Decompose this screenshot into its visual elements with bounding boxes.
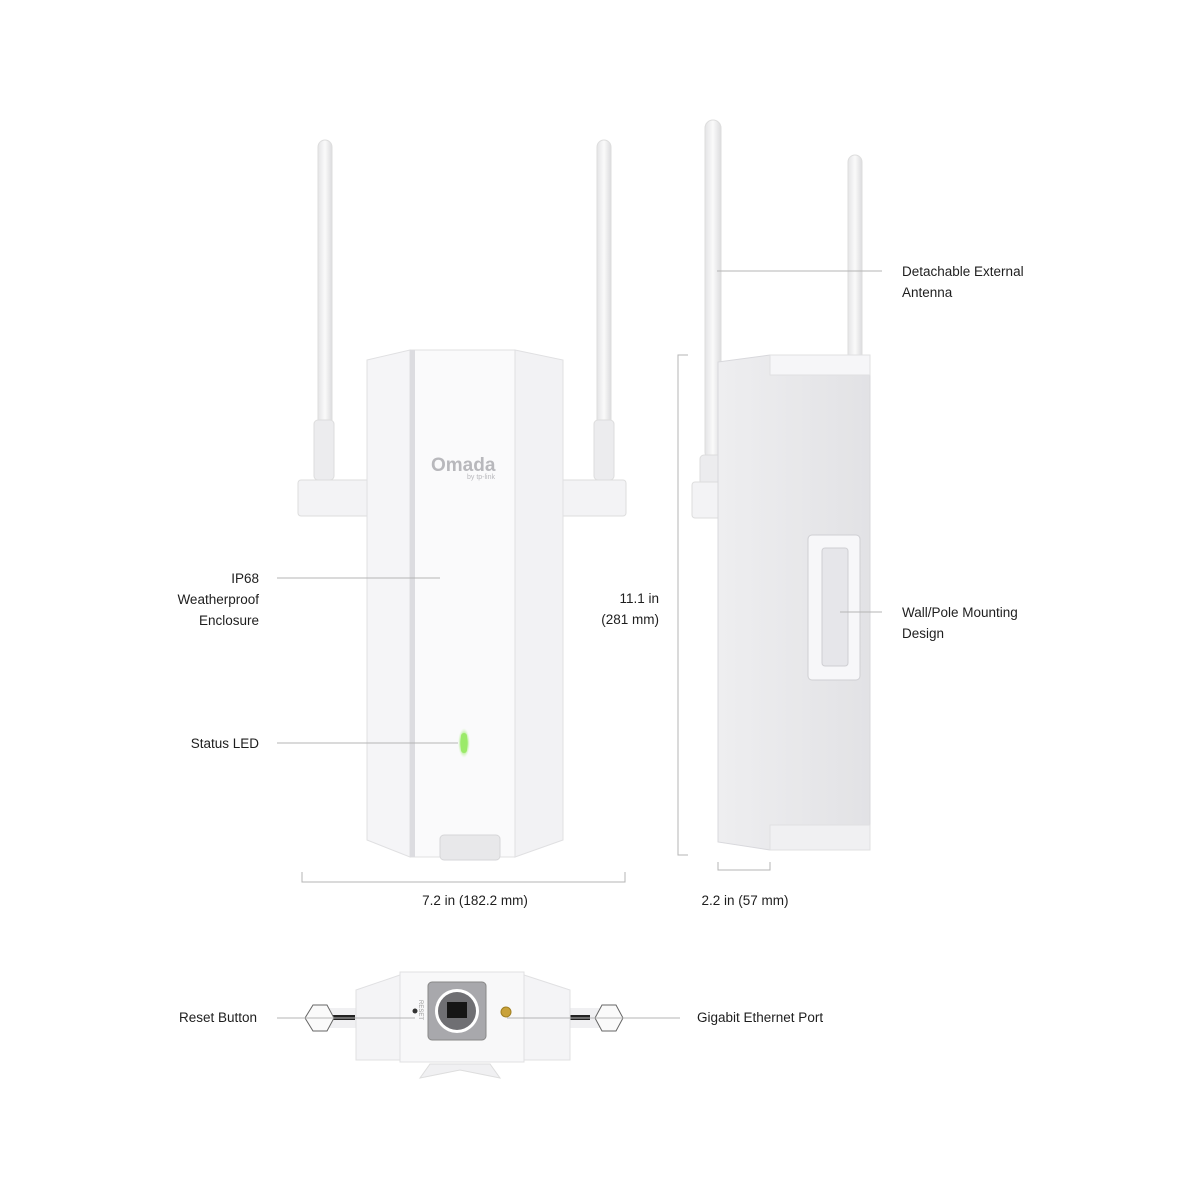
height-dimension-in: 11.1 in	[619, 591, 659, 606]
enclosure-label-line1: IP68	[231, 571, 259, 586]
mounting-label-line1: Wall/Pole Mounting	[902, 605, 1018, 620]
tp-link-sublogo: by tp-link	[467, 474, 496, 481]
reset-print: RESET	[417, 1000, 423, 1021]
omada-logo: Omada	[431, 455, 496, 476]
ethernet-port-label: Gigabit Ethernet Port	[697, 1010, 824, 1025]
mounting-label: Wall/Pole Mounting Design	[902, 602, 1018, 644]
height-dimension-mm: (281 mm)	[601, 612, 659, 627]
bottom-view-device	[304, 971, 624, 1079]
width-dimension: 7.2 in (182.2 mm)	[422, 893, 528, 908]
reset-hole	[412, 1008, 418, 1014]
side-view-device	[691, 119, 871, 851]
front-panel	[409, 349, 516, 858]
antenna-label-line2: Antenna	[902, 285, 953, 300]
height-dimension: 11.1 in (281 mm)	[601, 588, 659, 630]
leader-lines	[277, 270, 882, 1019]
antenna-label-line1: Detachable External	[902, 264, 1024, 279]
mounting-label-line2: Design	[902, 626, 945, 641]
antenna-label: Detachable External Antenna	[902, 261, 1024, 303]
status-led-label: Status LED	[190, 736, 259, 751]
right-antenna	[596, 139, 612, 431]
left-antenna	[317, 139, 333, 431]
bottom-port	[439, 834, 501, 861]
front-view-device	[297, 139, 627, 861]
depth-dimension: 2.2 in (57 mm)	[701, 893, 789, 908]
enclosure-label-line2: Weatherproof	[177, 592, 259, 607]
enclosure-label: IP68 Weatherproof Enclosure	[177, 568, 259, 631]
enclosure-label-line3: Enclosure	[198, 613, 259, 628]
reset-button-label: Reset Button	[178, 1010, 257, 1025]
